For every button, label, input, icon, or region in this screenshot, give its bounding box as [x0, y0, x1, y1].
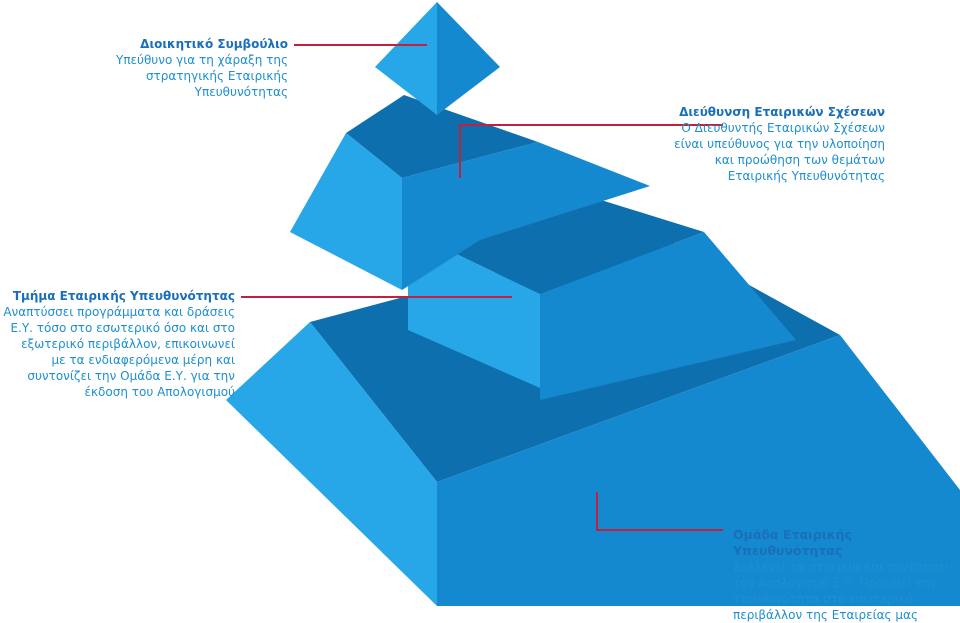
label-department-line-6: έκδοση του Απολογισμού: [84, 385, 236, 399]
label-department-line-1: Αναπτύσσει προγράμματα και δράσεις: [3, 305, 235, 319]
pyramid-diagram: [226, 2, 960, 606]
label-team-line-4: περιβάλλον της Εταιρείας μας: [733, 608, 919, 622]
apex-right-face: [437, 2, 500, 115]
label-board-line-3: Υπευθυνότητας: [194, 85, 288, 99]
label-department-title: Τμήμα Εταιρικής Υπευθυνότητας: [12, 289, 235, 303]
tier-upper: [290, 95, 650, 290]
tier-middle-left-face: [408, 231, 540, 388]
label-director-line-1: Ο Διευθυντής Εταιρικών Σχέσεων: [681, 121, 885, 135]
tier-apex: [375, 2, 500, 115]
label-department-line-2: Ε.Υ. τόσο στο εσωτερικό όσο και στο: [10, 321, 235, 335]
apex-left-face: [375, 2, 437, 115]
label-director-line-4: Εταιρικής Υπευθυνότητας: [727, 169, 885, 183]
label-department-line-4: με τα ενδιαφερόμενα μέρη και: [51, 353, 236, 367]
label-department-line-3: εξωτερικό περιβάλλον, επικοινωνεί: [21, 337, 235, 351]
label-director-title: Διεύθυνση Εταιρικών Σχέσεων: [679, 105, 885, 119]
label-director: Διεύθυνση Εταιρικών Σχέσεων Ο Διευθυντής…: [674, 104, 885, 184]
label-team-title: Ομάδα Εταιρικής Υπευθυνότητας: [733, 527, 852, 558]
label-team-line-2: τον Απολογισμό Ε.Υ. Προωθεί την: [733, 576, 937, 590]
label-department-line-5: συντονίζει την Ομάδα Ε.Υ. για την: [27, 369, 235, 383]
tier-upper-right-face: [402, 142, 650, 290]
connector-team: [596, 492, 723, 531]
tier-upper-left-face: [290, 133, 402, 290]
label-team-line-1: Συλλέγει τα στοιχεία και συντάσσει: [733, 560, 950, 574]
label-team-line-3: Υπευθυνότητα στο εσωτερικό: [733, 592, 914, 606]
label-team: Ομάδα Εταιρικής Υπευθυνότητας Συλλέγει τ…: [733, 527, 960, 623]
label-board-title: Διοικητικό Συμβούλιο: [140, 37, 288, 51]
connector-director: [459, 124, 723, 178]
label-board: Διοικητικό Συμβούλιο Υπεύθυνο για τη χάρ…: [116, 36, 288, 100]
tier-middle-right-face: [540, 232, 796, 400]
tier-upper-top-face: [346, 95, 538, 178]
label-board-line-1: Υπεύθυνο για τη χάραξη της: [115, 53, 288, 67]
label-director-line-2: είναι υπεύθυνος για την υλοποίηση: [674, 137, 885, 151]
label-director-line-3: και προώθηση των θεμάτων: [714, 153, 885, 167]
tier-bottom-right-face: [437, 335, 960, 606]
tier-bottom-left-face: [226, 322, 437, 606]
label-department: Τμήμα Εταιρικής Υπευθυνότητας Αναπτύσσει…: [3, 288, 235, 400]
connector-lines: [241, 44, 723, 531]
label-board-line-2: στρατηγικής Εταιρικής: [145, 69, 288, 83]
